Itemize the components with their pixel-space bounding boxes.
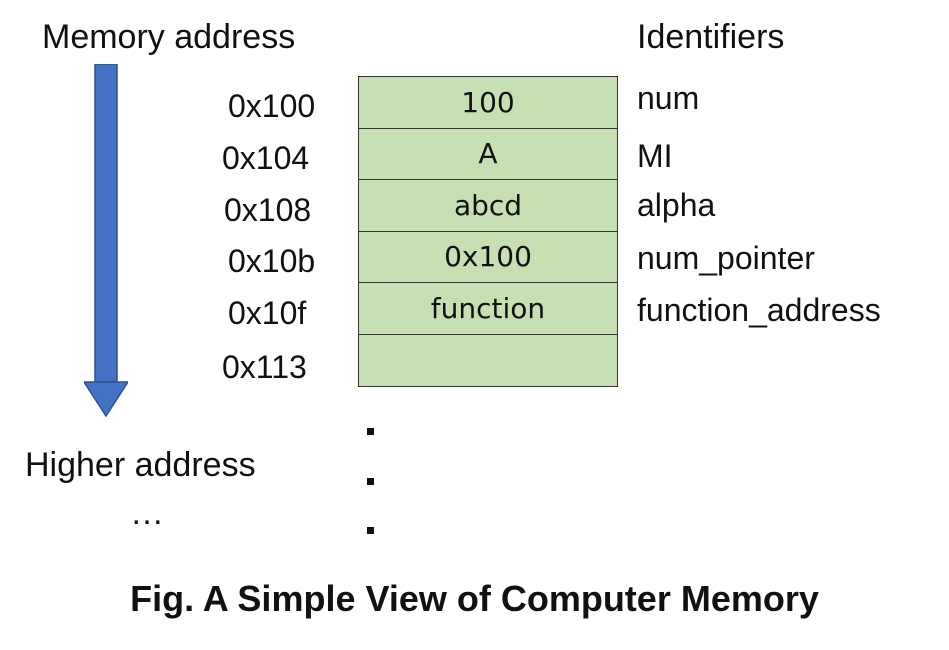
address-label: 0x10f	[228, 295, 307, 331]
memory-table: 100 A abcd 0x100 function	[358, 76, 618, 387]
memory-cell: A	[359, 128, 617, 180]
memory-cell: function	[359, 283, 617, 335]
address-label: 0x108	[224, 192, 312, 228]
identifier-label: alpha	[637, 187, 716, 223]
address-label: 0x104	[222, 140, 310, 176]
higher-address-label: Higher address	[25, 446, 256, 484]
memory-address-heading: Memory address	[42, 18, 296, 56]
down-arrow-icon	[84, 64, 128, 418]
figure-caption: Fig. A Simple View of Computer Memory	[130, 578, 819, 619]
continuation-dot	[367, 428, 374, 435]
identifier-label: MI	[637, 138, 673, 174]
address-label: 0x10b	[228, 243, 316, 279]
memory-cell	[359, 334, 617, 386]
continuation-dot	[367, 527, 374, 534]
identifiers-heading: Identifiers	[637, 18, 785, 56]
identifier-label: function_address	[637, 292, 881, 328]
address-label: 0x113	[222, 349, 307, 385]
address-label: 0x100	[228, 88, 316, 124]
ellipsis-label: …	[130, 494, 164, 532]
memory-cell: 0x100	[359, 231, 617, 283]
identifier-label: num_pointer	[637, 240, 815, 276]
memory-cell: abcd	[359, 180, 617, 232]
continuation-dot	[367, 478, 374, 485]
memory-cell: 100	[359, 77, 617, 129]
identifier-label: num	[637, 80, 700, 116]
